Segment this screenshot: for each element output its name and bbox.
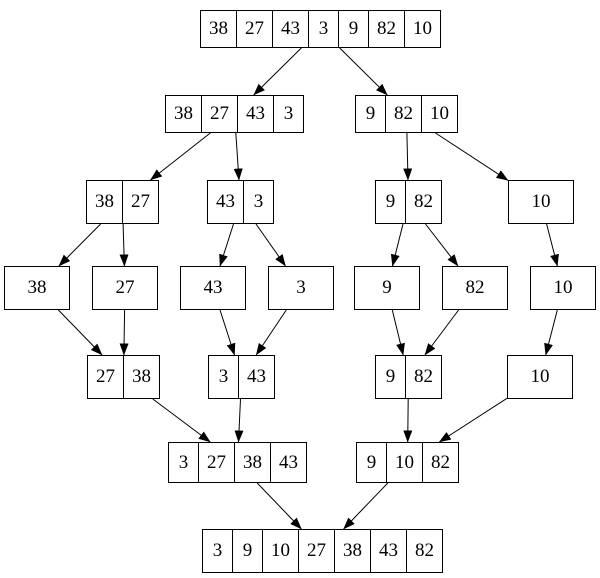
edge-arrow — [58, 309, 103, 356]
edge-arrow — [343, 482, 389, 530]
edge-arrow — [219, 309, 236, 356]
edge-arrow — [403, 132, 413, 181]
cell-value: 27 — [236, 11, 272, 47]
cell-value: 10 — [553, 277, 573, 298]
cell-value: 3 — [178, 451, 189, 473]
edge-arrow — [152, 398, 211, 443]
array-node-split: 10 — [508, 180, 574, 224]
edge-arrow — [438, 397, 508, 443]
edge-arrow — [390, 223, 404, 267]
cell-value: 3 — [212, 540, 223, 561]
edge-arrow — [546, 223, 559, 267]
cell-value: 38 — [27, 277, 47, 298]
array-node-element: 38 — [4, 266, 70, 310]
edge-arrow — [253, 47, 302, 96]
cell-value: 43 — [203, 277, 223, 298]
cell-value: 82 — [405, 181, 441, 223]
cell-value: 27 — [96, 366, 115, 387]
cell-value: 38 — [174, 103, 193, 124]
array-node-element: 82 — [442, 266, 508, 310]
cell-value: 82 — [368, 11, 404, 47]
edge-arrow — [435, 132, 509, 181]
cell-value: 43 — [270, 443, 306, 482]
cell-value: 9 — [385, 366, 396, 387]
edge-arrow — [119, 223, 129, 267]
array-node-element: 9 — [354, 266, 420, 310]
cell-value: 27 — [115, 277, 135, 298]
edge-arrow — [425, 223, 459, 267]
cell-value: 3 — [243, 181, 273, 223]
cell-value: 82 — [465, 277, 485, 298]
edge-arrow — [256, 482, 302, 530]
edge-arrow — [233, 132, 243, 181]
cell-value: 43 — [238, 356, 274, 398]
cell-value: 27 — [201, 96, 237, 132]
array-node-merged: 3 43 — [208, 355, 275, 399]
cell-value: 43 — [237, 96, 273, 132]
cell-value: 3 — [308, 11, 338, 47]
cell-value: 9 — [382, 277, 392, 298]
edge-arrow — [58, 223, 101, 267]
array-node-element: 10 — [530, 266, 596, 310]
cell-value: 38 — [334, 530, 370, 572]
cell-value: 27 — [198, 443, 234, 482]
cell-value: 9 — [366, 451, 377, 473]
array-node-split: 38 27 — [86, 180, 159, 224]
cell-value: 10 — [262, 530, 298, 572]
cell-value: 82 — [422, 443, 458, 482]
cell-value: 82 — [385, 96, 421, 132]
edge-arrow — [234, 398, 244, 443]
cell-value: 9 — [365, 103, 376, 124]
array-node-merged: 27 38 — [87, 355, 160, 399]
cell-value: 9 — [232, 530, 262, 572]
cell-value: 9 — [338, 11, 368, 47]
array-node-merged: 9 82 — [375, 355, 442, 399]
edge-arrow — [424, 309, 460, 356]
edge-arrow — [544, 309, 558, 356]
cell-value: 3 — [296, 277, 306, 298]
cell-value: 38 — [209, 18, 228, 39]
edge-arrow — [255, 309, 287, 356]
array-node-split: 9 82 — [375, 180, 442, 224]
array-node-element: 43 — [180, 266, 246, 310]
cell-value: 3 — [218, 366, 229, 387]
edge-arrow — [219, 223, 234, 267]
cell-value: 10 — [421, 96, 457, 132]
cell-value: 38 — [123, 356, 159, 398]
edge-arrow — [391, 309, 405, 356]
cell-value: 10 — [531, 191, 551, 212]
cell-value: 38 — [95, 191, 114, 212]
cell-value: 38 — [234, 443, 270, 482]
cell-value: 9 — [385, 191, 396, 212]
edge-arrow — [339, 47, 388, 96]
cell-value: 27 — [122, 181, 158, 223]
cell-value: 43 — [216, 191, 235, 212]
cell-value: 10 — [386, 443, 422, 482]
array-node-element: 3 — [268, 266, 334, 310]
cell-value: 82 — [405, 356, 441, 398]
cell-value: 3 — [273, 96, 303, 132]
edge-arrow — [403, 398, 413, 443]
edge-arrow — [150, 132, 211, 181]
array-node-element: 27 — [92, 266, 158, 310]
array-node-merged: 10 — [507, 355, 573, 399]
edge-arrow — [119, 309, 129, 356]
cell-value: 43 — [272, 11, 308, 47]
cell-value: 82 — [406, 530, 442, 572]
cell-value: 27 — [298, 530, 334, 572]
edge-arrow — [255, 223, 286, 267]
cell-value: 10 — [530, 366, 550, 387]
cell-value: 43 — [370, 530, 406, 572]
cell-value: 10 — [404, 11, 440, 47]
array-node-split: 43 3 — [207, 180, 274, 224]
